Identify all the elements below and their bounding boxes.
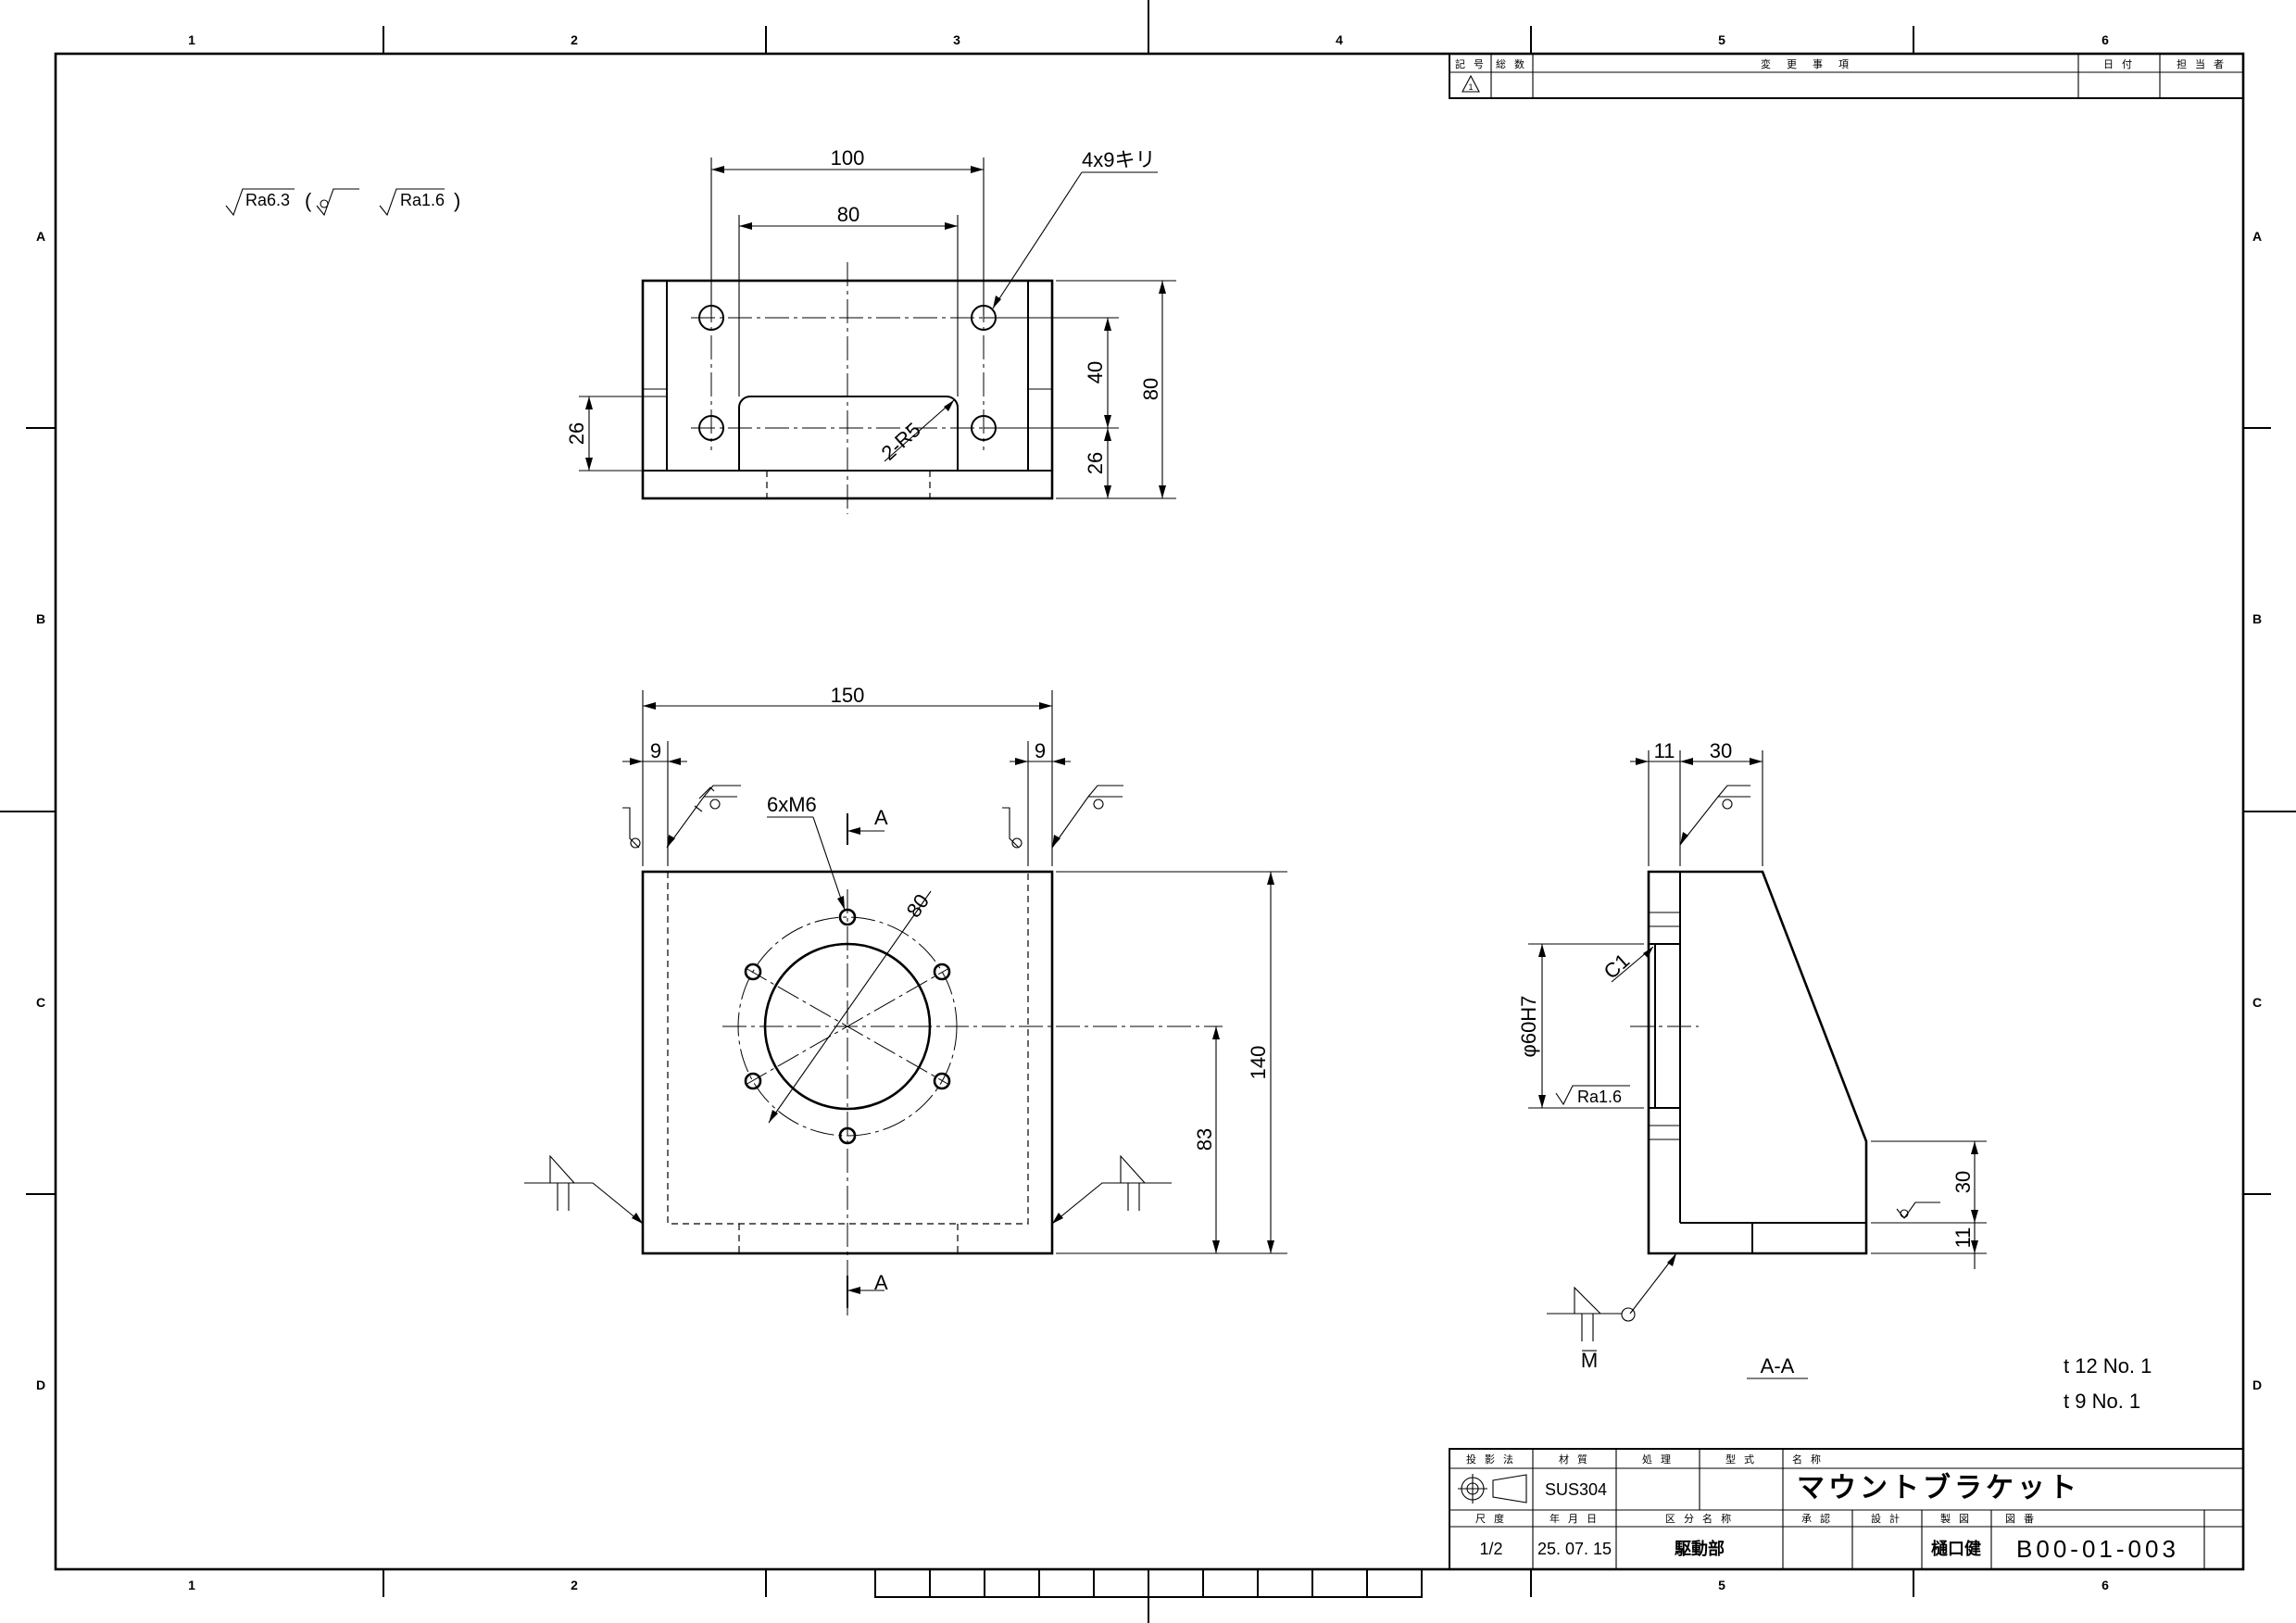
finish-symbol-icon [225,188,295,217]
tb-drawing-number: B00-01-003 [2016,1535,2179,1563]
revision-triangle-icon [1462,74,1480,93]
dim-top-bottom-left: 26 [565,422,588,445]
zone-row-d-left: D [36,1378,45,1392]
rev-header-mark: 記 号 [1455,57,1487,70]
zone-col-2-bottom: 2 [571,1578,578,1592]
zone-row-a-left: A [36,229,45,244]
third-angle-projection-icon [1458,1474,1527,1503]
tb-label-treatment: 処 理 [1642,1453,1674,1466]
weld-symbol-icon [622,786,737,849]
dim-front-tapped-holes: 6xM6 [767,793,817,816]
dim-front-right-thickness: 9 [1035,739,1046,762]
weld-symbol-icon [1679,796,1750,846]
tb-label-drawing-no: 図 番 [2005,1513,2037,1525]
dim-section-chamfer: C1 [1600,949,1635,983]
plate-notes: t 12 No. 1 t 9 No. 1 [2064,1354,2152,1413]
dim-front-height: 140 [1247,1046,1270,1080]
surface-finish-note: Ra6.3 ( Ra1.6 ) [225,188,460,217]
finish-open-paren: ( [305,189,312,212]
plate-note-1: t 12 No. 1 [2064,1354,2152,1378]
dim-top-hole-pitch: 40 [1084,361,1107,384]
revision-table: 記 号 総 数 変 更 事 項 日 付 担 当 者 1 [1449,53,2244,99]
top-view: 100 80 4x9キリ 2-R5 40 26 80 26 [565,146,1176,514]
tb-label-name: 名 称 [1792,1453,1824,1466]
dim-section-bore-finish: Ra1.6 [1577,1088,1622,1106]
weld-symbol-icon [1547,1286,1622,1341]
dim-top-height: 80 [1139,378,1162,400]
section-label-bottom: A [874,1271,888,1294]
zone-row-c-left: C [36,995,45,1010]
zone-row-b-right: B [2252,611,2262,626]
tb-date: 25. 07. 15 [1537,1540,1612,1558]
dim-top-bottom-right: 26 [1084,452,1107,474]
title-block: 投 影 法 材 質 処 理 型 式 名 称 尺 度 年 月 日 区 分 名 称 … [1449,1448,2244,1570]
tb-label-date: 年 月 日 [1549,1512,1600,1525]
zone-col-6-bottom: 6 [2102,1578,2109,1592]
dim-front-center-height: 83 [1193,1128,1216,1151]
dim-section-top-length: 30 [1710,739,1732,762]
dim-front-width: 150 [831,684,865,707]
dim-top-width-inner: 80 [837,203,859,226]
dim-top-holes: 4x9キリ [1082,148,1155,171]
tb-part-name: マウントブラケット [1797,1472,2080,1503]
rev-header-count: 総 数 [1496,57,1527,70]
finish-secondary: Ra1.6 [400,191,445,209]
zone-col-2-top: 2 [571,32,578,47]
dim-top-slot-radius: 2-R5 [877,418,925,464]
finish-machined-icon [316,188,359,217]
tb-label-projection: 投 影 法 [1466,1453,1516,1466]
dim-section-bore: φ60H7 [1517,996,1540,1058]
tb-label-approved: 承 認 [1801,1512,1833,1525]
section-view: 11 30 C1 φ60H7 Ra1.6 30 11 M [1517,739,1987,1379]
rev-mark-1: 1 [1468,82,1473,92]
rev-header-person: 担 当 者 [2177,57,2227,70]
zone-col-6-top: 6 [2102,32,2109,47]
zone-col-5-top: 5 [1718,32,1725,47]
zone-col-5-bottom: 5 [1718,1578,1725,1592]
dim-front-left-thickness: 9 [650,739,661,762]
front-view: A A 6xM6 80 150 9 9 [524,684,1287,1315]
zone-row-c-right: C [2252,995,2262,1010]
zone-row-d-right: D [2252,1378,2262,1392]
zone-col-3-top: 3 [953,32,960,47]
section-label-top: A [874,806,888,829]
zone-col-4-top: 4 [1336,32,1343,47]
tb-label-drawn: 製 図 [1940,1512,1972,1525]
weld-symbol-icon [1051,1154,1172,1225]
dim-section-base-height: 11 [1951,1227,1975,1249]
finish-close-paren: ) [454,189,460,212]
tb-label-scale: 尺 度 [1475,1512,1507,1525]
tb-label-model: 型 式 [1725,1453,1757,1466]
plate-note-2: t 9 No. 1 [2064,1390,2140,1413]
section-title: A-A [1761,1354,1795,1378]
dim-top-width-outer: 100 [831,146,865,170]
zone-row-b-left: B [36,611,45,626]
rev-header-date: 日 付 [2103,58,2135,70]
tb-label-material: 材 質 [1559,1453,1590,1466]
tb-label-designed: 設 計 [1871,1512,1902,1525]
finish-primary: Ra6.3 [245,191,290,209]
dim-section-lower-height: 30 [1951,1171,1975,1193]
tb-division: 駆動部 [1675,1539,1725,1558]
zone-col-1-bottom: 1 [188,1578,195,1592]
tb-drawn-by: 樋口健 [1931,1539,1981,1558]
tb-material: SUS304 [1545,1480,1607,1499]
tb-scale: 1/2 [1479,1540,1502,1558]
dim-section-base-thickness: 11 [1654,739,1675,762]
zone-labels: 1 2 3 4 5 6 1 2 5 6 A B C D A B C D [36,32,2262,1592]
tb-label-division: 区 分 名 称 [1665,1512,1734,1525]
zone-col-1-top: 1 [188,32,195,47]
rev-header-changes: 変 更 事 項 [1761,57,1851,70]
zone-row-a-right: A [2252,229,2262,244]
weld-symbol-icon [524,1154,644,1225]
finish-fine-icon [1555,1085,1630,1106]
section-weld-symbol: M [1581,1349,1598,1372]
finish-fine-icon [379,188,445,217]
